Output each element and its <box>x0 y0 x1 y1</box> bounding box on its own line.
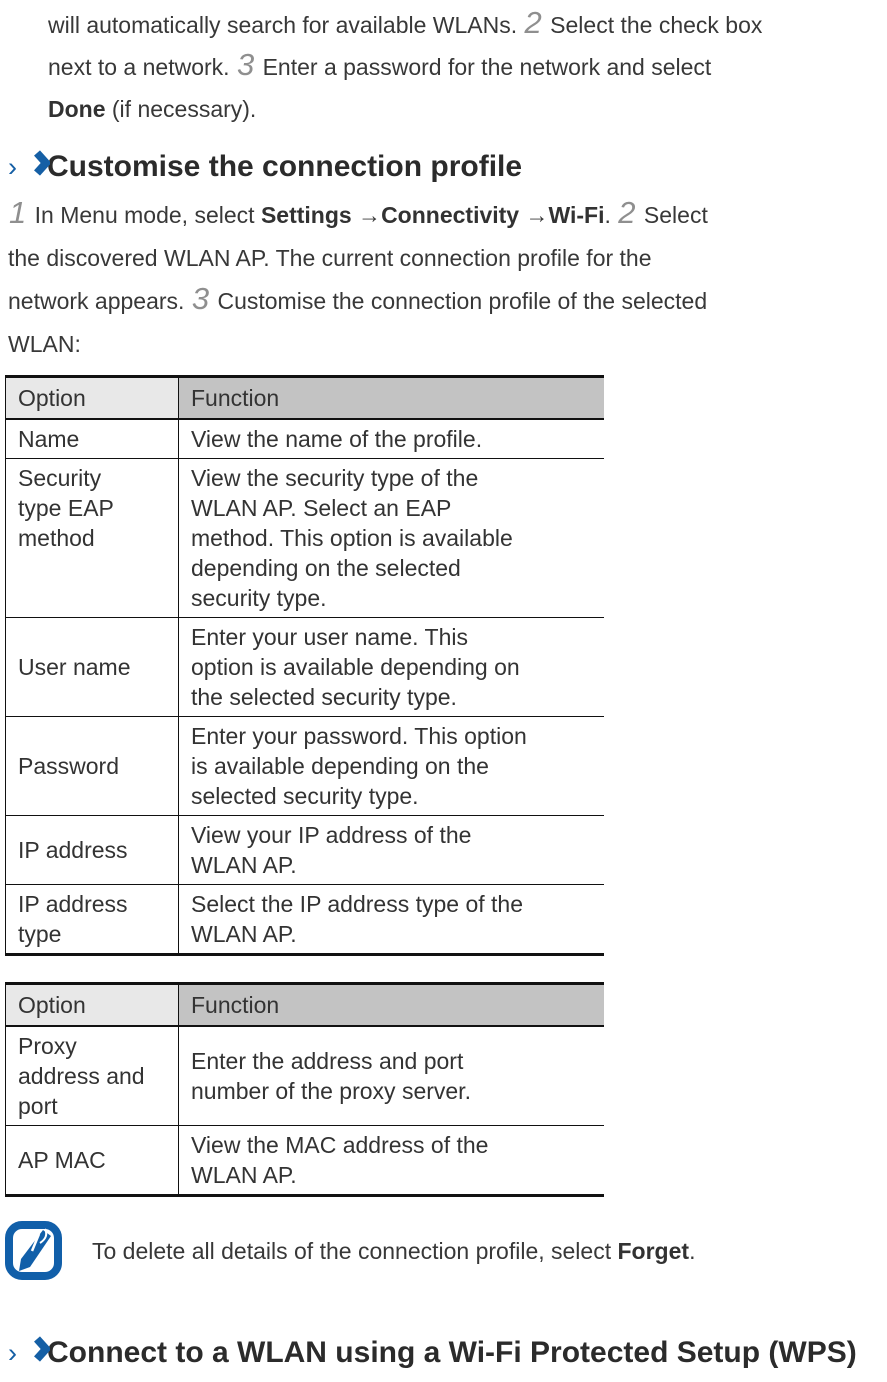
paragraph-line: will automatically search for available … <box>48 4 887 46</box>
paragraph-line: WLAN: <box>8 323 887 366</box>
section-title: Connect to a WLAN using a Wi-Fi Protecte… <box>47 1336 857 1369</box>
angle-marker: › <box>8 1338 17 1368</box>
option-cell: Proxy address and port <box>5 1025 179 1126</box>
function-cell: Select the IP address type of the WLAN A… <box>178 884 604 955</box>
column-header-option: Option <box>5 376 179 420</box>
note-pencil-icon <box>5 1221 62 1280</box>
option-cell: AP MAC <box>5 1125 179 1196</box>
paragraph-line: next to a network. 3 Enter a password fo… <box>48 46 887 88</box>
chevron-right-icon <box>34 150 52 176</box>
table-header-row: Option Function <box>5 376 604 420</box>
function-cell: View the security type of the WLAN AP. S… <box>178 458 604 618</box>
function-cell: View the name of the profile. <box>178 418 604 459</box>
function-cell: Enter your password. This option is avai… <box>178 716 604 816</box>
note: To delete all details of the connection … <box>5 1221 887 1280</box>
paragraph-line: 1 In Menu mode, select Settings →Connect… <box>8 194 887 237</box>
steps-paragraph: 1 In Menu mode, select Settings →Connect… <box>8 194 887 366</box>
option-cell: IP address <box>5 815 179 885</box>
option-cell: Password <box>5 716 179 816</box>
step-number: 3 <box>236 47 255 82</box>
paragraph-line: the discovered WLAN AP. The current conn… <box>8 237 887 280</box>
text-segment: . <box>604 202 618 228</box>
text-segment: Select <box>637 202 708 228</box>
function-cell: Enter the address and port number of the… <box>178 1025 604 1126</box>
bold-text: Connectivity <box>381 202 520 228</box>
angle-marker: › <box>8 152 17 182</box>
step-number: 3 <box>191 281 210 316</box>
section-heading-connect-wps: › Connect to a WLAN using a Wi-Fi Protect… <box>0 1332 887 1372</box>
text-segment: → <box>351 202 382 228</box>
option-cell: IP address type <box>5 884 179 955</box>
column-header-function: Function <box>178 376 604 420</box>
option-cell: Security type EAP method <box>5 458 179 618</box>
bold-text: Settings <box>260 202 352 228</box>
function-cell: View your IP address of the WLAN AP. <box>178 815 604 885</box>
function-cell: View the MAC address of the WLAN AP. <box>178 1125 604 1196</box>
column-header-option: Option <box>5 983 179 1027</box>
step-number: 2 <box>618 195 636 230</box>
option-cell: User name <box>5 617 179 717</box>
text-segment: network appears. <box>8 288 191 314</box>
function-cell: Enter your user name. This option is ava… <box>178 617 604 717</box>
bold-text: Forget <box>617 1237 690 1264</box>
table-header-row: Option Function <box>5 983 604 1027</box>
text-segment: WLAN: <box>8 331 81 357</box>
text-segment: Enter a password for the network and sel… <box>256 54 712 80</box>
text-segment: To delete all details of the connection … <box>92 1237 618 1264</box>
note-text: To delete all details of the connection … <box>92 1236 695 1266</box>
text-segment: Customise the connection profile of the … <box>211 288 708 314</box>
intro-paragraph: will automatically search for available … <box>48 4 887 130</box>
section-title: Customise the connection profile <box>47 150 523 183</box>
option-cell: Name <box>5 418 179 459</box>
text-segment: . <box>689 1237 696 1264</box>
text-segment: next to a network. <box>48 54 236 80</box>
step-number: 1 <box>9 195 27 230</box>
chevron-right-icon <box>34 1336 52 1362</box>
text-segment: Select the check box <box>543 12 763 38</box>
step-number: 2 <box>524 5 542 40</box>
text-segment: (if necessary). <box>105 96 257 122</box>
text-segment: the discovered WLAN AP. The current conn… <box>8 245 652 271</box>
bold-text: Done <box>48 96 106 122</box>
column-header-function: Function <box>178 983 604 1027</box>
section-heading-customise-profile: › Customise the connection profile <box>0 146 887 186</box>
text-segment: will automatically search for available … <box>48 12 524 38</box>
paragraph-line: network appears. 3 Customise the connect… <box>8 280 887 323</box>
paragraph-line: Done (if necessary). <box>48 88 887 130</box>
text-segment: In Menu mode, select <box>28 202 261 228</box>
text-segment: → <box>519 202 549 228</box>
bold-text: Wi-Fi <box>548 202 605 228</box>
